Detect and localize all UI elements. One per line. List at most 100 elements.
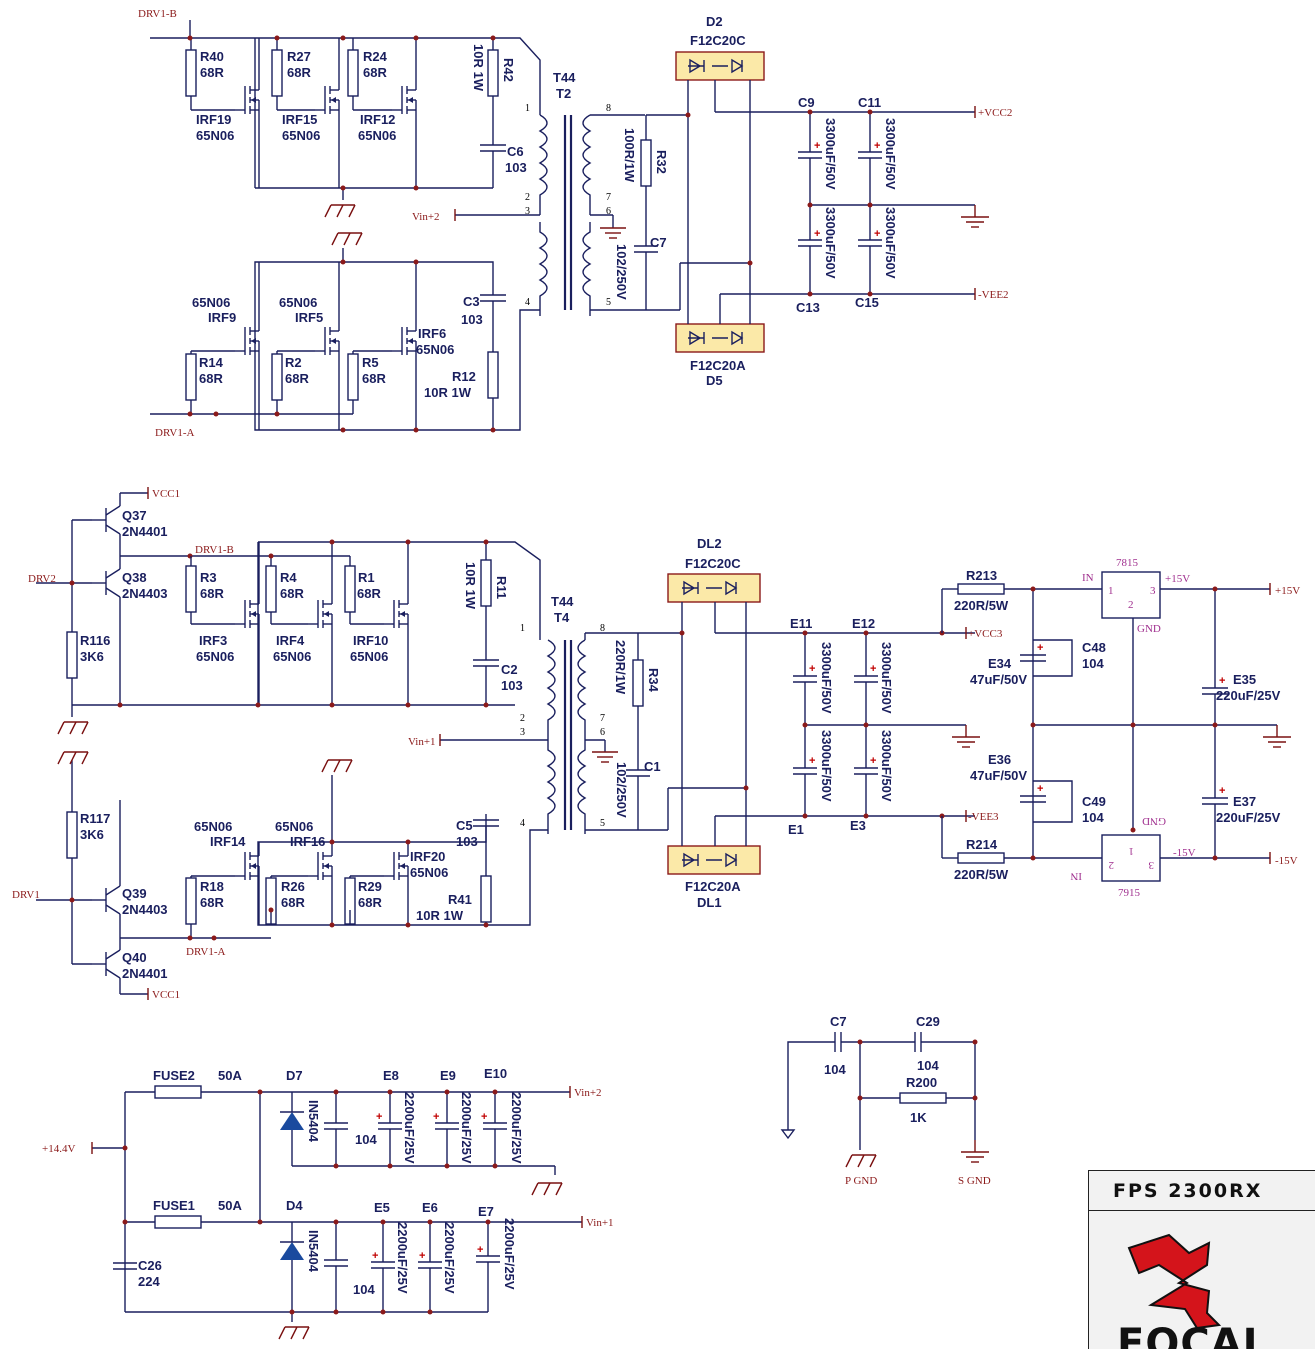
label-t4: T4 bbox=[554, 610, 570, 625]
mosfet-irf15 bbox=[314, 85, 340, 115]
title-block: FPS 2300RX FOCAL bbox=[1088, 1170, 1315, 1349]
label-r4: R4 bbox=[280, 570, 297, 585]
ground-icon bbox=[951, 724, 981, 748]
ground-icon bbox=[1262, 724, 1292, 748]
mosfet-irf20 bbox=[383, 851, 409, 881]
section-1: DRV1-B R40 68R R27 bbox=[138, 8, 1012, 439]
net-label-drv1: DRV1 bbox=[12, 889, 40, 901]
svg-text:3: 3 bbox=[520, 727, 525, 738]
mosfet-irf3 bbox=[234, 599, 260, 629]
mosfet-irf16 bbox=[307, 851, 333, 881]
svg-text:8: 8 bbox=[606, 103, 611, 114]
value-e5: 2200uF/25V bbox=[395, 1222, 410, 1294]
net-label-vin1-2: Vin+1 bbox=[586, 1217, 614, 1229]
svg-text:+: + bbox=[809, 755, 815, 767]
svg-text:+: + bbox=[477, 1244, 483, 1256]
label-7815: 7815 bbox=[1116, 557, 1139, 569]
label-r3: R3 bbox=[200, 570, 217, 585]
net-label-vcc1: VCC1 bbox=[152, 488, 180, 500]
mosfet-irf6 bbox=[391, 326, 417, 356]
chassis-ground-icon bbox=[845, 1154, 877, 1168]
value-irf4: 65N06 bbox=[273, 649, 311, 664]
mosfet-irf9 bbox=[234, 326, 260, 356]
label-r29: R29 bbox=[358, 879, 382, 894]
label-fuse2: FUSE2 bbox=[153, 1068, 195, 1083]
value-fuse2: 50A bbox=[218, 1068, 242, 1083]
net-label-vcc1-2: VCC1 bbox=[152, 989, 180, 1001]
label-7915: 7915 bbox=[1118, 887, 1141, 899]
pin-out-m15v: -15V bbox=[1173, 847, 1196, 859]
svg-text:+: + bbox=[870, 663, 876, 675]
label-c13: C13 bbox=[796, 300, 820, 315]
svg-text:7: 7 bbox=[606, 192, 611, 203]
label-d5: D5 bbox=[706, 373, 723, 388]
value-r40: 68R bbox=[200, 65, 224, 80]
label-c6: C6 bbox=[507, 144, 524, 159]
net-label-drv1a: DRV1-A bbox=[155, 427, 195, 439]
label-r27: R27 bbox=[287, 49, 311, 64]
resistor-r24 bbox=[347, 49, 359, 97]
label-r34: R34 bbox=[646, 668, 661, 693]
resistor-r200 bbox=[899, 1092, 947, 1104]
label-e9: E9 bbox=[440, 1068, 456, 1083]
label-irf4: IRF4 bbox=[276, 633, 305, 648]
svg-text:4: 4 bbox=[525, 297, 530, 308]
svg-text:5: 5 bbox=[600, 818, 605, 829]
label-irf14: IRF14 bbox=[210, 834, 246, 849]
value-e11: 3300uF/50V bbox=[819, 642, 834, 714]
label-r26: R26 bbox=[281, 879, 305, 894]
value-r11: 10R 1W bbox=[463, 562, 478, 610]
value-r32: 100R/1W bbox=[622, 128, 637, 183]
net-label-drv1a-2: DRV1-A bbox=[186, 946, 226, 958]
value-e34: 47uF/50V bbox=[970, 672, 1027, 687]
value-e3: 3300uF/50V bbox=[879, 730, 894, 802]
svg-text:+: + bbox=[874, 228, 880, 240]
svg-text:+: + bbox=[372, 1250, 378, 1262]
net-label-vcc2: +VCC2 bbox=[978, 107, 1012, 119]
net-label-vee2: -VEE2 bbox=[978, 289, 1009, 301]
transistor-q40 bbox=[91, 949, 121, 979]
chassis-ground-icon bbox=[57, 751, 89, 765]
label-t2: T2 bbox=[556, 86, 571, 101]
value-dl2: F12C20C bbox=[685, 556, 741, 571]
transistor-q39 bbox=[91, 885, 121, 915]
label-c7-2: C7 bbox=[830, 1014, 847, 1029]
label-d7: D7 bbox=[286, 1068, 303, 1083]
model-number: FPS 2300RX bbox=[1089, 1171, 1315, 1211]
value-q40: 2N4401 bbox=[122, 966, 168, 981]
value-r12: 10R 1W bbox=[424, 385, 472, 400]
label-irf6: IRF6 bbox=[418, 326, 446, 341]
svg-text:3: 3 bbox=[525, 206, 530, 217]
value-fuse1: 50A bbox=[218, 1198, 242, 1213]
resistor-r18 bbox=[185, 877, 197, 925]
value-r5: 68R bbox=[362, 371, 386, 386]
pin-number: 1 bbox=[1108, 585, 1114, 597]
resistor-r3 bbox=[185, 565, 197, 613]
value-irf5: 65N06 bbox=[279, 295, 317, 310]
pin-number: 2 bbox=[1128, 599, 1134, 611]
label-e1: E1 bbox=[788, 822, 804, 837]
label-c48: C48 bbox=[1082, 640, 1106, 655]
chassis-ground-icon bbox=[321, 759, 353, 773]
net-label-vin2: Vin+2 bbox=[412, 211, 440, 223]
resistor-r34 bbox=[632, 659, 644, 707]
label-r12: R12 bbox=[452, 369, 476, 384]
value-c26: 224 bbox=[138, 1274, 160, 1289]
svg-text:7: 7 bbox=[600, 713, 605, 724]
label-r200: R200 bbox=[906, 1075, 937, 1090]
diode-d7 bbox=[280, 1112, 304, 1130]
transistor-q37 bbox=[91, 505, 121, 535]
svg-text:+: + bbox=[874, 140, 880, 152]
resistor-r41 bbox=[480, 875, 492, 923]
value-r3: 68R bbox=[200, 586, 224, 601]
value-r24: 68R bbox=[363, 65, 387, 80]
value-d5: F12C20A bbox=[690, 358, 746, 373]
label-c49: C49 bbox=[1082, 794, 1106, 809]
label-d2: D2 bbox=[706, 14, 723, 29]
value-dl1: F12C20A bbox=[685, 879, 741, 894]
value-e10: 2200uF/25V bbox=[509, 1092, 524, 1164]
label-r11: R11 bbox=[494, 576, 509, 599]
value-r34: 220R/1W bbox=[613, 640, 628, 695]
value-d7: IN5404 bbox=[306, 1100, 321, 1143]
value-c9: 3300uF/50V bbox=[823, 118, 838, 190]
